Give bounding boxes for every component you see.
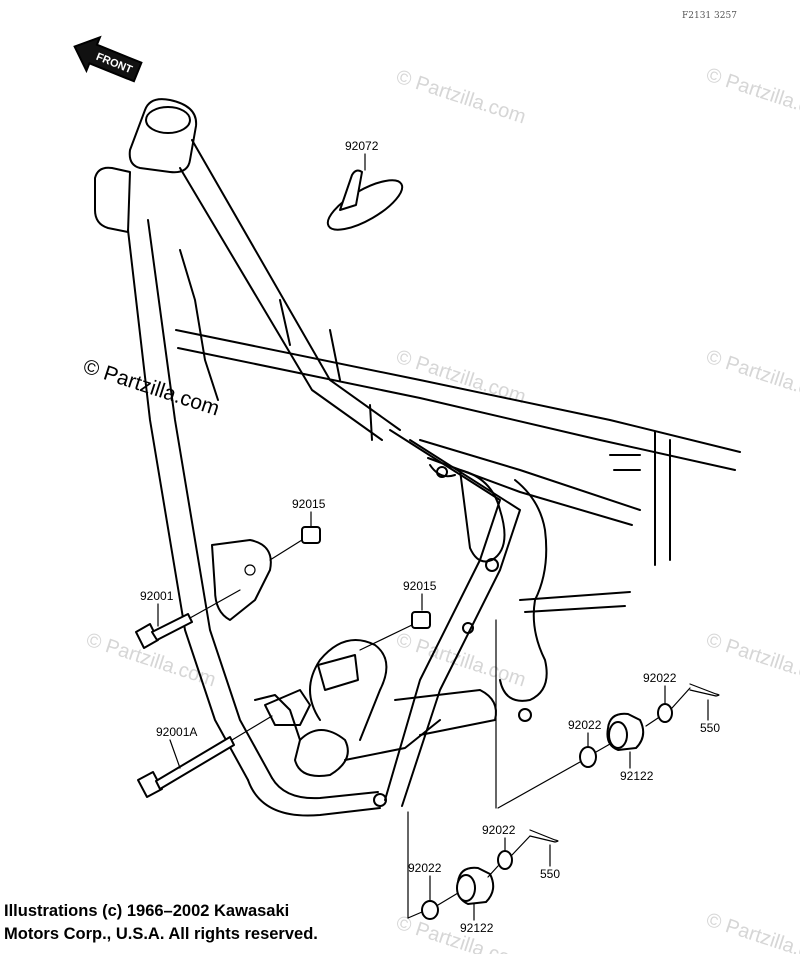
- leader-line: [595, 743, 611, 753]
- watermark-text: © Partzilla.com: [703, 64, 800, 127]
- copyright-notice: Illustrations (c) 1966–2002 Kawasaki Mot…: [4, 900, 444, 946]
- part-number-label: 92001: [140, 589, 174, 603]
- part-92022-washer-right-outer[interactable]: 92022: [643, 671, 677, 723]
- leader-line: [511, 835, 531, 856]
- copyright-line: Motors Corp., U.S.A. All rights reserved…: [4, 925, 318, 943]
- part-92122-rubber-damper-right[interactable]: 92122: [606, 712, 654, 783]
- part-92001-bolt[interactable]: 92001: [135, 589, 241, 649]
- motorcycle-frame: [94, 98, 741, 817]
- part-number-label: 92022: [643, 671, 677, 685]
- partzilla-watermark: © Partzilla.com: [80, 355, 222, 421]
- front-arrow-icon: FRONT: [73, 35, 143, 83]
- part-number-label: 92122: [620, 769, 654, 783]
- leader-line: [437, 892, 459, 906]
- part-number-label: 92022: [568, 718, 602, 732]
- part-92022-washer-right-inner[interactable]: 92022: [568, 718, 602, 768]
- leader-line: [671, 687, 691, 709]
- part-number-label: 92122: [460, 921, 494, 935]
- part-number-label: 92015: [403, 579, 437, 593]
- leader-line: [497, 761, 581, 809]
- part-92015-nut-lower[interactable]: 92015: [359, 579, 437, 651]
- watermark-text: © Partzilla.com: [703, 346, 800, 409]
- part-92122-rubber-damper-bottom[interactable]: 92122: [456, 866, 495, 935]
- part-number-label: 550: [700, 721, 720, 735]
- part-number-label: 92001A: [156, 725, 197, 739]
- part-550-cotter-pin-bottom[interactable]: 550: [529, 829, 560, 881]
- part-number-label: 92015: [292, 497, 326, 511]
- part-number-label: 92022: [482, 823, 516, 837]
- watermark-text: © Partzilla.com: [703, 629, 800, 692]
- part-92015-nut-upper[interactable]: 92015: [269, 497, 326, 561]
- copyright-line: Illustrations (c) 1966–2002 Kawasaki: [4, 902, 290, 920]
- part-92072-clamp-band[interactable]: 92072: [321, 139, 409, 239]
- watermark-text: © Partzilla.com: [393, 629, 528, 692]
- part-number-label: 92022: [408, 861, 442, 875]
- leader-line: [407, 911, 423, 919]
- watermark-text: © Partzilla.com: [703, 909, 800, 954]
- part-number-label: 550: [540, 867, 560, 881]
- leader-line: [645, 717, 659, 727]
- part-92022-washer-bottom-outer[interactable]: 92022: [482, 823, 516, 870]
- leader-line: [487, 865, 499, 878]
- part-550-cotter-pin-right[interactable]: 550: [689, 683, 720, 735]
- drawing-code: F2131 3257: [682, 11, 737, 21]
- watermark-text: © Partzilla.com: [393, 66, 528, 129]
- background-watermarks: © Partzilla.com © Partzilla.com © Partzi…: [83, 64, 800, 954]
- part-92022-washer-bottom-inner[interactable]: 92022: [408, 861, 442, 920]
- part-number-label: 92072: [345, 139, 379, 153]
- part-92001A-long-bolt[interactable]: 92001A: [137, 715, 273, 798]
